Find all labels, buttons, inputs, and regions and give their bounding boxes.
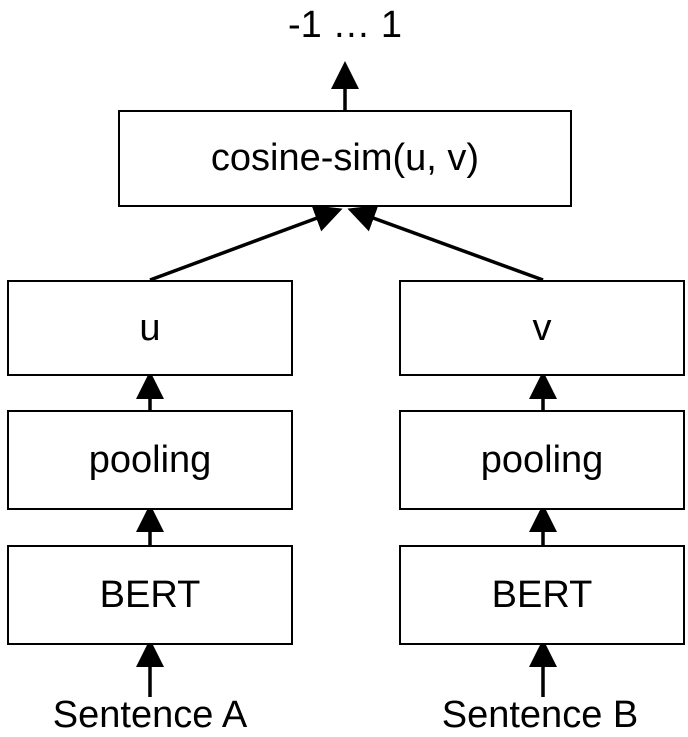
sentence-a-label: Sentence A bbox=[52, 694, 248, 736]
right-pooling-box: pooling bbox=[399, 410, 685, 510]
u-vector-box: u bbox=[7, 280, 293, 376]
right-bert-box: BERT bbox=[399, 545, 685, 645]
cosine-sim-box: cosine-sim(u, v) bbox=[118, 110, 572, 207]
v-vector-box: v bbox=[399, 280, 685, 376]
sentence-b-label: Sentence B bbox=[441, 694, 639, 736]
left-pooling-box: pooling bbox=[7, 410, 293, 510]
output-range-label: -1 … 1 bbox=[287, 4, 403, 46]
left-bert-box: BERT bbox=[7, 545, 293, 645]
v-to-cosine-arrow bbox=[347, 205, 544, 282]
u-to-cosine-arrow bbox=[149, 205, 343, 282]
